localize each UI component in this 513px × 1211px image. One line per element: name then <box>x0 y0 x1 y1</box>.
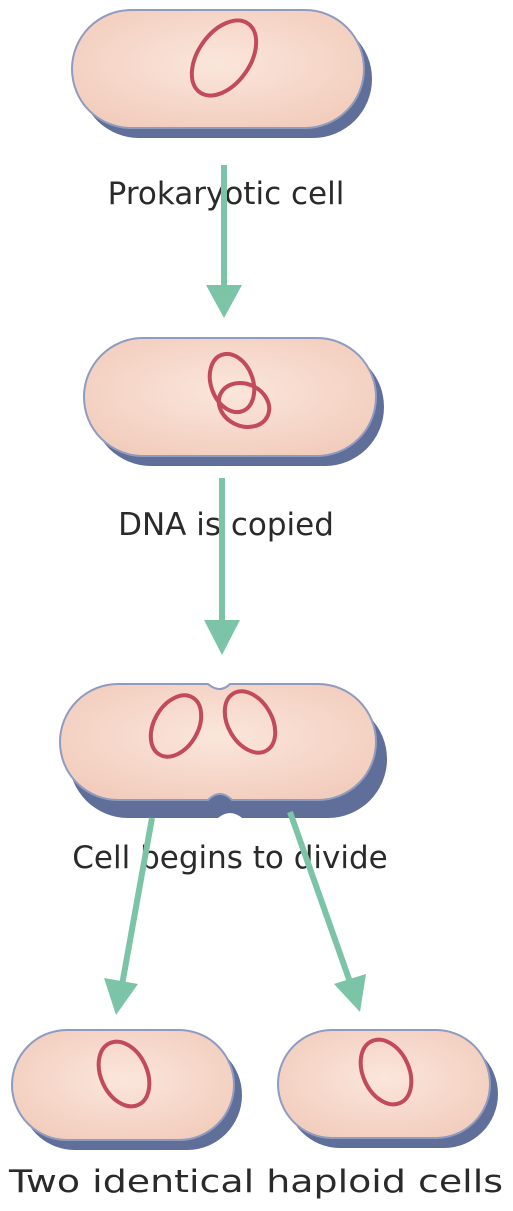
step-label-two-haploid-cells: Two identical haploid cells <box>8 1164 503 1200</box>
daughter-cell-right <box>278 1030 498 1148</box>
dividing-cell <box>60 682 387 818</box>
step-label-cell-divides: Cell begins to divide <box>72 840 387 876</box>
step-label-dna-copied: DNA is copied <box>118 507 334 543</box>
prokaryotic-cell <box>72 9 372 138</box>
dna-copied-cell <box>84 338 384 466</box>
arrow-step2-to-step3 <box>204 478 240 655</box>
daughter-cell-left <box>12 1030 242 1150</box>
